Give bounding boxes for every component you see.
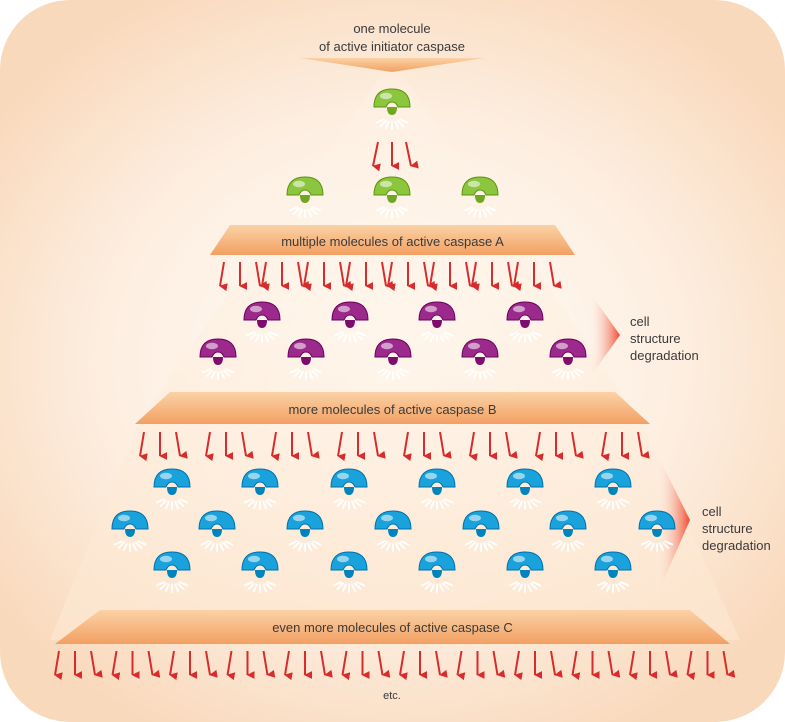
title-pointer <box>300 58 485 72</box>
side-pointer-b <box>588 290 620 380</box>
molecule-c-row3-2 <box>241 551 279 593</box>
arrows-c-5 <box>284 650 333 681</box>
molecule-b-top-2 <box>331 301 369 343</box>
arrows-c-2 <box>111 650 161 681</box>
arrows-a-8 <box>513 261 562 292</box>
molecule-c-row2-5 <box>462 510 500 552</box>
molecule-c-row3-3 <box>330 551 368 593</box>
molecule-c-row1-2 <box>241 468 279 510</box>
side-label-2-line-3: degradation <box>702 538 771 553</box>
arrows-c-10 <box>571 650 621 681</box>
molecule-c-row3-6 <box>594 551 632 593</box>
molecule-c-row1-4 <box>418 468 456 510</box>
band-caspase-c <box>55 610 730 644</box>
molecule-c-row1-3 <box>330 468 368 510</box>
side-label-1: cell structure degradation <box>630 313 699 364</box>
arrows-b-2 <box>205 431 254 462</box>
molecule-c-row2-6 <box>549 510 587 552</box>
band-caspase-a <box>210 225 575 255</box>
molecule-c-row3-1 <box>153 551 191 593</box>
molecule-b-top-3 <box>418 301 456 343</box>
arrows-b-8 <box>601 431 650 462</box>
arrows-a-2 <box>261 261 310 292</box>
arrows-a-3 <box>303 261 352 292</box>
molecule-c-row2-4 <box>374 510 412 552</box>
arrows-a-6 <box>429 261 478 292</box>
molecule-c-row1-1 <box>153 468 191 510</box>
molecule-b-top-1 <box>243 301 281 343</box>
arrows-c-9 <box>514 650 563 681</box>
arrows-b-5 <box>403 431 452 462</box>
title-line-2: of active initiator caspase <box>319 39 465 54</box>
molecule-c-row2-2 <box>198 510 236 552</box>
molecule-b-bottom-5 <box>549 338 587 380</box>
arrows-a-1 <box>219 261 268 292</box>
molecule-c-row3-5 <box>506 551 544 593</box>
molecule-c-row2-3 <box>286 510 324 552</box>
side-label-1-line-3: degradation <box>630 348 699 363</box>
band-caspase-b <box>135 392 650 424</box>
arrows-c-3 <box>169 650 218 681</box>
molecule-a-1 <box>286 176 324 218</box>
molecule-c-row2-7 <box>638 510 676 552</box>
molecule-b-bottom-2 <box>287 338 325 380</box>
tier-label-b: more molecules of active caspase B <box>288 402 497 417</box>
arrows-a-5 <box>387 261 436 292</box>
title-line-1: one molecule <box>353 21 431 36</box>
arrows-c-6 <box>341 650 391 681</box>
tier-label-c: even more molecules of active caspase C <box>272 620 513 635</box>
arrows-b-6 <box>469 431 518 462</box>
arrows-c-8 <box>456 650 506 681</box>
molecule-b-bottom-4 <box>461 338 499 380</box>
arrows-b-4 <box>337 431 386 462</box>
footer-etc: etc. <box>383 690 401 702</box>
arrows-a-4 <box>345 261 394 292</box>
molecule-c-row2-1 <box>111 510 149 552</box>
molecule-c-row1-5 <box>506 468 544 510</box>
arrows-b-3 <box>271 431 320 462</box>
molecule-a-3 <box>461 176 499 218</box>
arrows-c-1 <box>54 650 103 681</box>
arrows-a-7 <box>471 261 520 292</box>
tier-label-a: multiple molecules of active caspase A <box>281 234 504 249</box>
arrows-c-7 <box>399 650 448 681</box>
molecule-a-2 <box>373 176 411 218</box>
arrows-b-1 <box>139 431 188 462</box>
molecule-c-row1-6 <box>594 468 632 510</box>
molecule-b-bottom-1 <box>199 338 237 380</box>
arrows-c-4 <box>226 650 276 681</box>
side-label-1-line-1: cell <box>630 314 650 329</box>
molecule-b-top-4 <box>506 301 544 343</box>
molecule-c-row3-4 <box>418 551 456 593</box>
arrows-c-11 <box>629 650 678 681</box>
side-label-2: cell structure degradation <box>702 503 771 554</box>
molecule-b-bottom-3 <box>374 338 412 380</box>
molecule-initiator <box>373 88 411 130</box>
side-label-2-line-1: cell <box>702 504 722 519</box>
side-label-1-line-2: structure <box>630 331 681 346</box>
side-label-2-line-2: structure <box>702 521 753 536</box>
arrows-initiator <box>372 141 419 172</box>
arrows-c-12 <box>686 650 736 681</box>
arrows-b-7 <box>535 431 584 462</box>
